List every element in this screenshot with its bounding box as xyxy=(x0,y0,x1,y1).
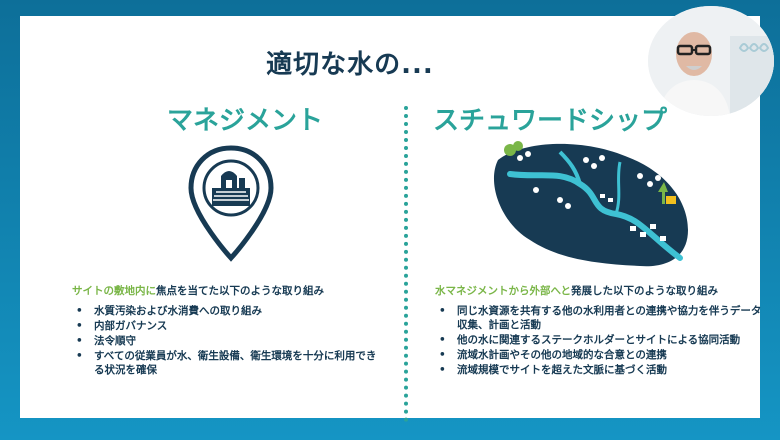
list-item: 内部ガバナンス xyxy=(72,319,382,333)
farm-location-pin-icon xyxy=(188,145,274,262)
management-heading: マネジメント xyxy=(166,106,323,136)
presenter-webcam xyxy=(648,6,774,116)
watershed-map-icon xyxy=(493,141,688,267)
list-item: 同じ水資源を共有する他の水利用者との連携や協力を伴うデータ収集、計画と活動 xyxy=(435,304,765,332)
management-intro: サイトの敷地内に焦点を当てた以下のような取り組み xyxy=(72,283,392,298)
column-divider xyxy=(404,106,408,422)
management-bullets: 水質汚染および水消費への取り組み 内部ガバナンス 法令順守 すべての従業員が水、… xyxy=(72,304,382,378)
stewardship-intro-rest: 発展した以下のような取り組み xyxy=(570,285,718,297)
list-item: 流域水計画やその他の地域的な合意との連携 xyxy=(435,348,765,362)
list-item: 流域規模でサイトを超えた文脈に基づく活動 xyxy=(435,363,765,377)
slide: 適切な水の... マネジメント スチュワードシップ xyxy=(20,16,761,422)
management-intro-rest: 焦点を当てた以下のような取り組み xyxy=(156,285,324,297)
slide-title: 適切な水の... xyxy=(266,50,434,80)
list-item: すべての従業員が水、衛生設備、衛生環境を十分に利用できる状況を確保 xyxy=(72,349,382,377)
presenter-avatar-icon xyxy=(648,6,774,116)
list-item: 他の水に関連するステークホルダーとサイトによる協同活動 xyxy=(435,333,765,347)
stewardship-heading: スチュワードシップ xyxy=(432,106,667,136)
stewardship-intro: 水マネジメントから外部へと発展した以下のような取り組み xyxy=(435,283,765,298)
list-item: 水質汚染および水消費への取り組み xyxy=(72,304,382,318)
stewardship-intro-accent: 水マネジメントから外部へと xyxy=(435,285,571,297)
stewardship-bullets: 同じ水資源を共有する他の水利用者との連携や協力を伴うデータ収集、計画と活動 他の… xyxy=(435,304,765,378)
management-intro-accent: サイトの敷地内に xyxy=(72,285,156,297)
list-item: 法令順守 xyxy=(72,334,382,348)
